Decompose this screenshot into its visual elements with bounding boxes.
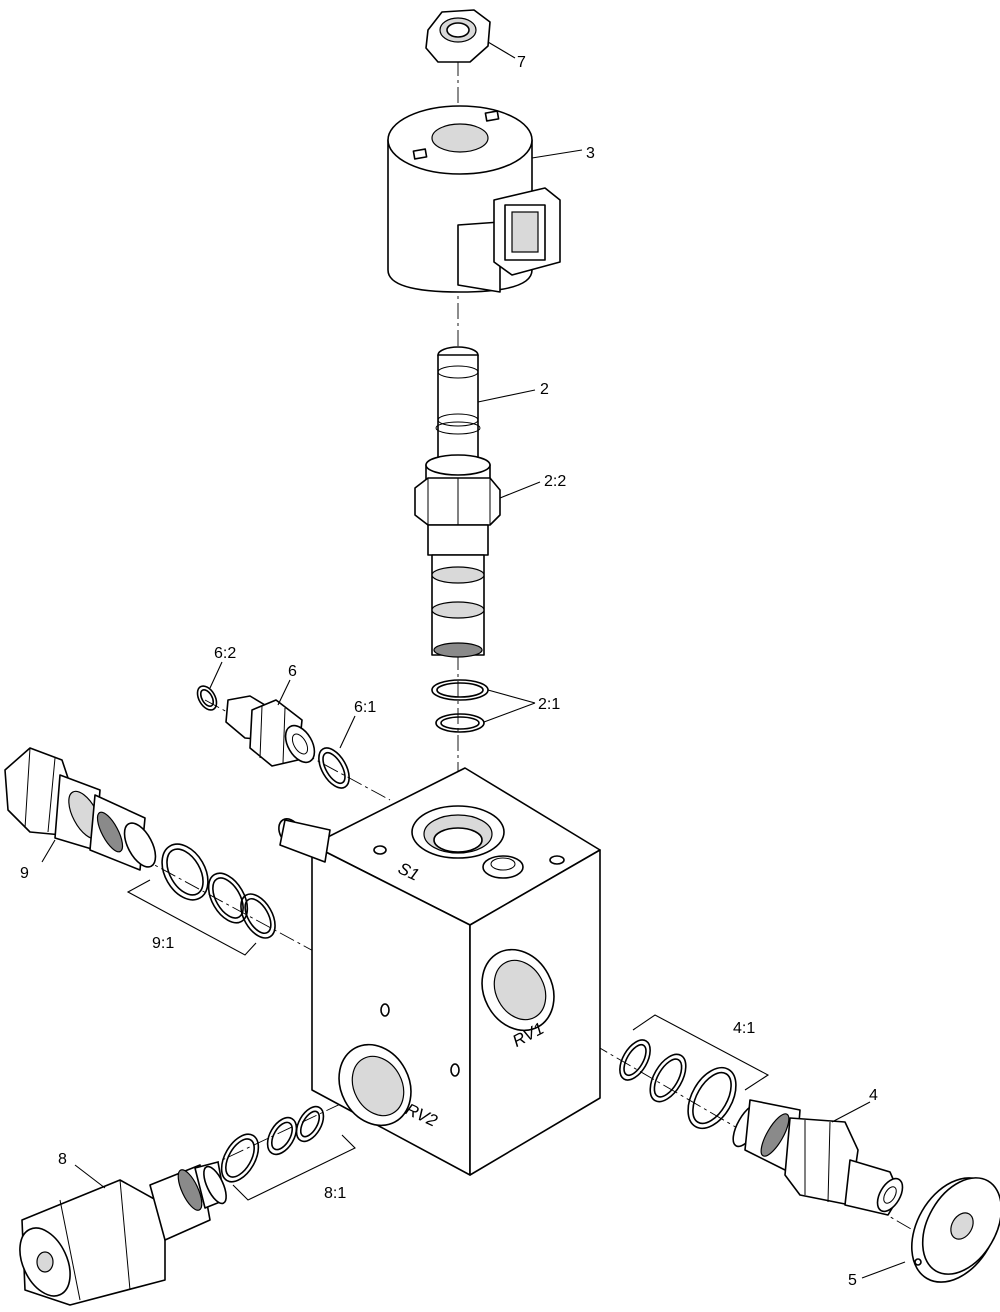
- callout-4: 4: [869, 1087, 878, 1104]
- callout-labels: 7 3 2 2:2 2:1 6:2 6 6:1 9 9:1 4:1 4 8 8:…: [20, 54, 878, 1289]
- callout-2: 2: [540, 381, 549, 398]
- callout-6-1: 6:1: [354, 699, 376, 716]
- callout-4-1: 4:1: [733, 1020, 755, 1037]
- part-2-valve-cartridge: [414, 346, 501, 658]
- part-6-fitting: [225, 695, 316, 767]
- leader-lines: [41, 41, 906, 1279]
- part-6-1-o-ring: [318, 747, 350, 789]
- callout-2-1: 2:1: [538, 696, 560, 713]
- part-6-2-o-ring: [196, 685, 218, 711]
- part-7-nut: [425, 9, 491, 63]
- callout-7: 7: [517, 54, 526, 71]
- part-9-1-o-rings: [161, 843, 276, 939]
- part-9-cartridge: [4, 747, 157, 871]
- callout-3: 3: [586, 145, 595, 162]
- callout-9-1: 9:1: [152, 935, 174, 952]
- callout-5: 5: [848, 1272, 857, 1289]
- callout-9: 9: [20, 865, 29, 882]
- part-4-1-o-rings: [619, 1039, 737, 1130]
- callout-8-1: 8:1: [324, 1185, 346, 1202]
- callout-6: 6: [288, 663, 297, 680]
- group-brackets: [126, 879, 770, 1201]
- callout-8: 8: [58, 1151, 67, 1168]
- part-8-cartridge: [19, 1161, 227, 1306]
- callout-6-2: 6:2: [214, 645, 236, 662]
- block-side-fitting: [278, 818, 331, 863]
- part-3-solenoid-coil: [387, 105, 561, 293]
- part-5-cap: [910, 1177, 1000, 1283]
- part-2-1-o-rings: [431, 679, 489, 733]
- manifold-block: S1 RV1 RV2: [311, 767, 601, 1176]
- part-4-cartridge: [732, 1099, 904, 1216]
- part-8-1-o-rings: [220, 1105, 325, 1183]
- callout-2-2: 2:2: [544, 473, 566, 490]
